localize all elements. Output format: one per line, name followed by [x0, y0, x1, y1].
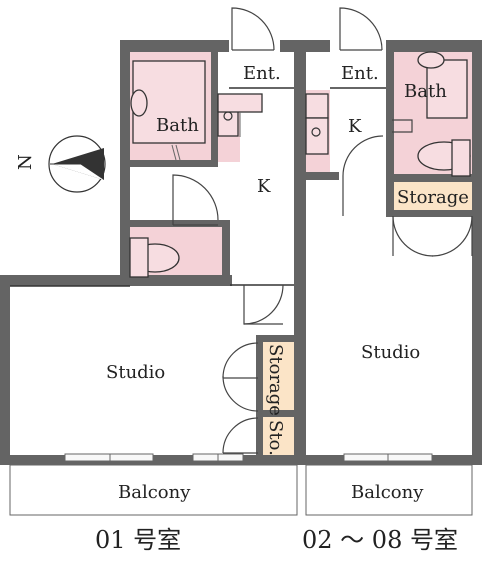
kitchen-right-label: K: [348, 116, 362, 137]
compass-north-label: N: [15, 154, 36, 170]
studio-right-label: Studio: [361, 342, 420, 363]
compass: [48, 135, 106, 193]
partitions: [10, 87, 386, 287]
toilet-left-fixtures: [129, 237, 180, 278]
bath-right-fixtures: [305, 51, 468, 155]
storage-right-label: Storage: [397, 187, 469, 208]
doors: [172, 7, 473, 454]
balcony-left-label: Balcony: [118, 482, 191, 503]
ent-right-label: Ent.: [341, 63, 379, 84]
balcony-outlines: [9, 464, 473, 516]
storage-right-area: [390, 180, 472, 213]
bath-right-label: Bath: [404, 81, 447, 102]
ent-left-label: Ent.: [243, 63, 281, 84]
sto-left-label: Sto.: [265, 420, 286, 456]
storage-left-label: Storage: [265, 344, 286, 416]
studio-left-label: Studio: [106, 362, 165, 383]
windows: [64, 453, 433, 462]
balcony-right-label: Balcony: [351, 482, 424, 503]
bath-left-label: Bath: [156, 115, 199, 136]
kitchen-left-label: K: [257, 176, 271, 197]
unit-right-label: 02 ～ 08 号室: [302, 526, 458, 554]
sto-left-area: [259, 416, 297, 456]
bath-left-fixtures: [130, 60, 263, 161]
toilet-right-fixtures: [417, 139, 471, 177]
unit-left-label: 01 号室: [95, 526, 181, 554]
storage-left-area: [259, 340, 297, 412]
